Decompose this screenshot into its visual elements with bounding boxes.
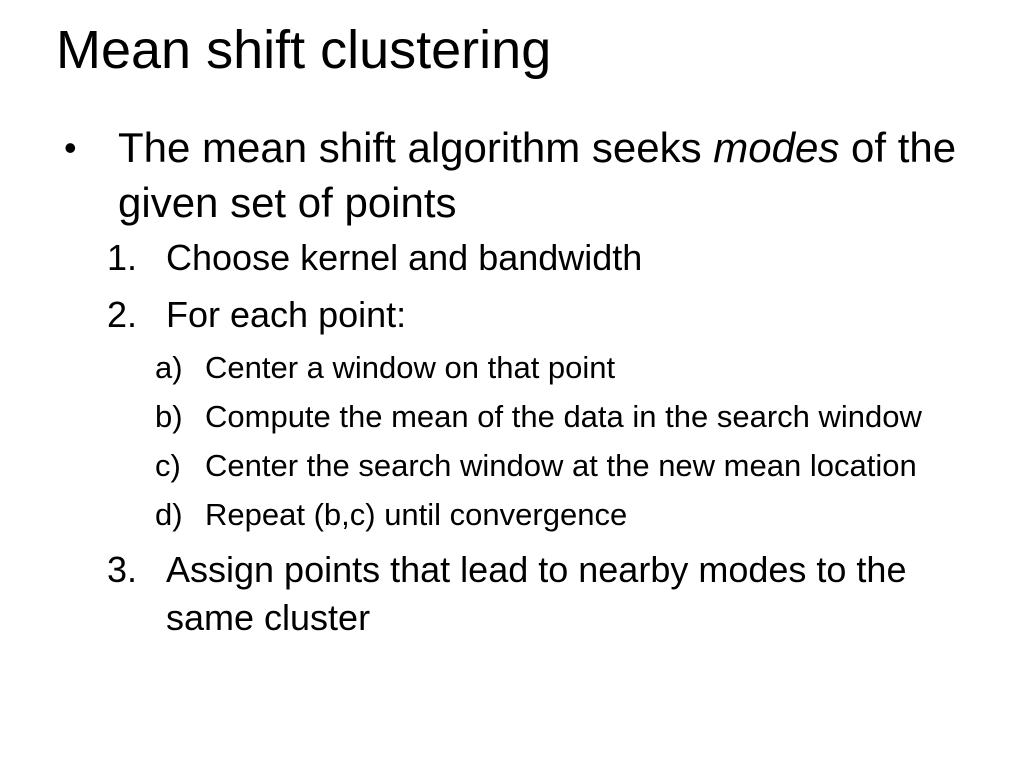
sub-marker-c: c) [155, 448, 181, 483]
sub-text-b: Compute the mean of the data in the sear… [205, 399, 922, 434]
list-marker-1: 1. [107, 237, 138, 278]
list-item-2: 2. For each point: [107, 291, 406, 339]
list-item-1: 1. Choose kernel and bandwidth [107, 234, 642, 282]
text-segment: The mean shift algorithm seeks [118, 124, 714, 171]
list-text-1: Choose kernel and bandwidth [166, 237, 643, 278]
bullet-text: The mean shift algorithm seeks modes of … [118, 120, 956, 230]
list-item-3: 3. Assign points that lead to nearby mod… [107, 546, 906, 642]
list-marker-2: 2. [107, 294, 138, 335]
sub-item-b: b) Compute the mean of the data in the s… [155, 392, 922, 441]
sub-list: a) Center a window on that point b) Comp… [155, 343, 922, 539]
italic-word: modes [713, 124, 840, 171]
bullet-line-2: given set of points [118, 179, 457, 226]
bullet-item: • The mean shift algorithm seeks modes o… [64, 120, 956, 230]
sub-text-d: Repeat (b,c) until convergence [205, 497, 628, 532]
sub-marker-d: d) [155, 497, 183, 532]
list-text-3-line-1: Assign points that lead to nearby modes … [166, 549, 907, 590]
text-segment: of the [839, 124, 957, 171]
sub-item-d: d) Repeat (b,c) until convergence [155, 490, 922, 539]
bullet-line-1: The mean shift algorithm seeks modes of … [118, 120, 956, 175]
list-text-3: Assign points that lead to nearby modes … [166, 546, 906, 642]
sub-text-c: Center the search window at the new mean… [205, 448, 917, 483]
sub-item-c: c) Center the search window at the new m… [155, 441, 922, 490]
sub-marker-b: b) [155, 399, 183, 434]
list-marker-3: 3. [107, 549, 138, 590]
list-text-3-line-2: same cluster [166, 597, 371, 638]
sub-marker-a: a) [155, 350, 183, 385]
bullet-icon: • [64, 127, 77, 168]
slide-title: Mean shift clustering [56, 20, 552, 80]
sub-item-a: a) Center a window on that point [155, 343, 922, 392]
sub-text-a: Center a window on that point [205, 350, 616, 385]
list-text-2: For each point: [166, 294, 407, 335]
